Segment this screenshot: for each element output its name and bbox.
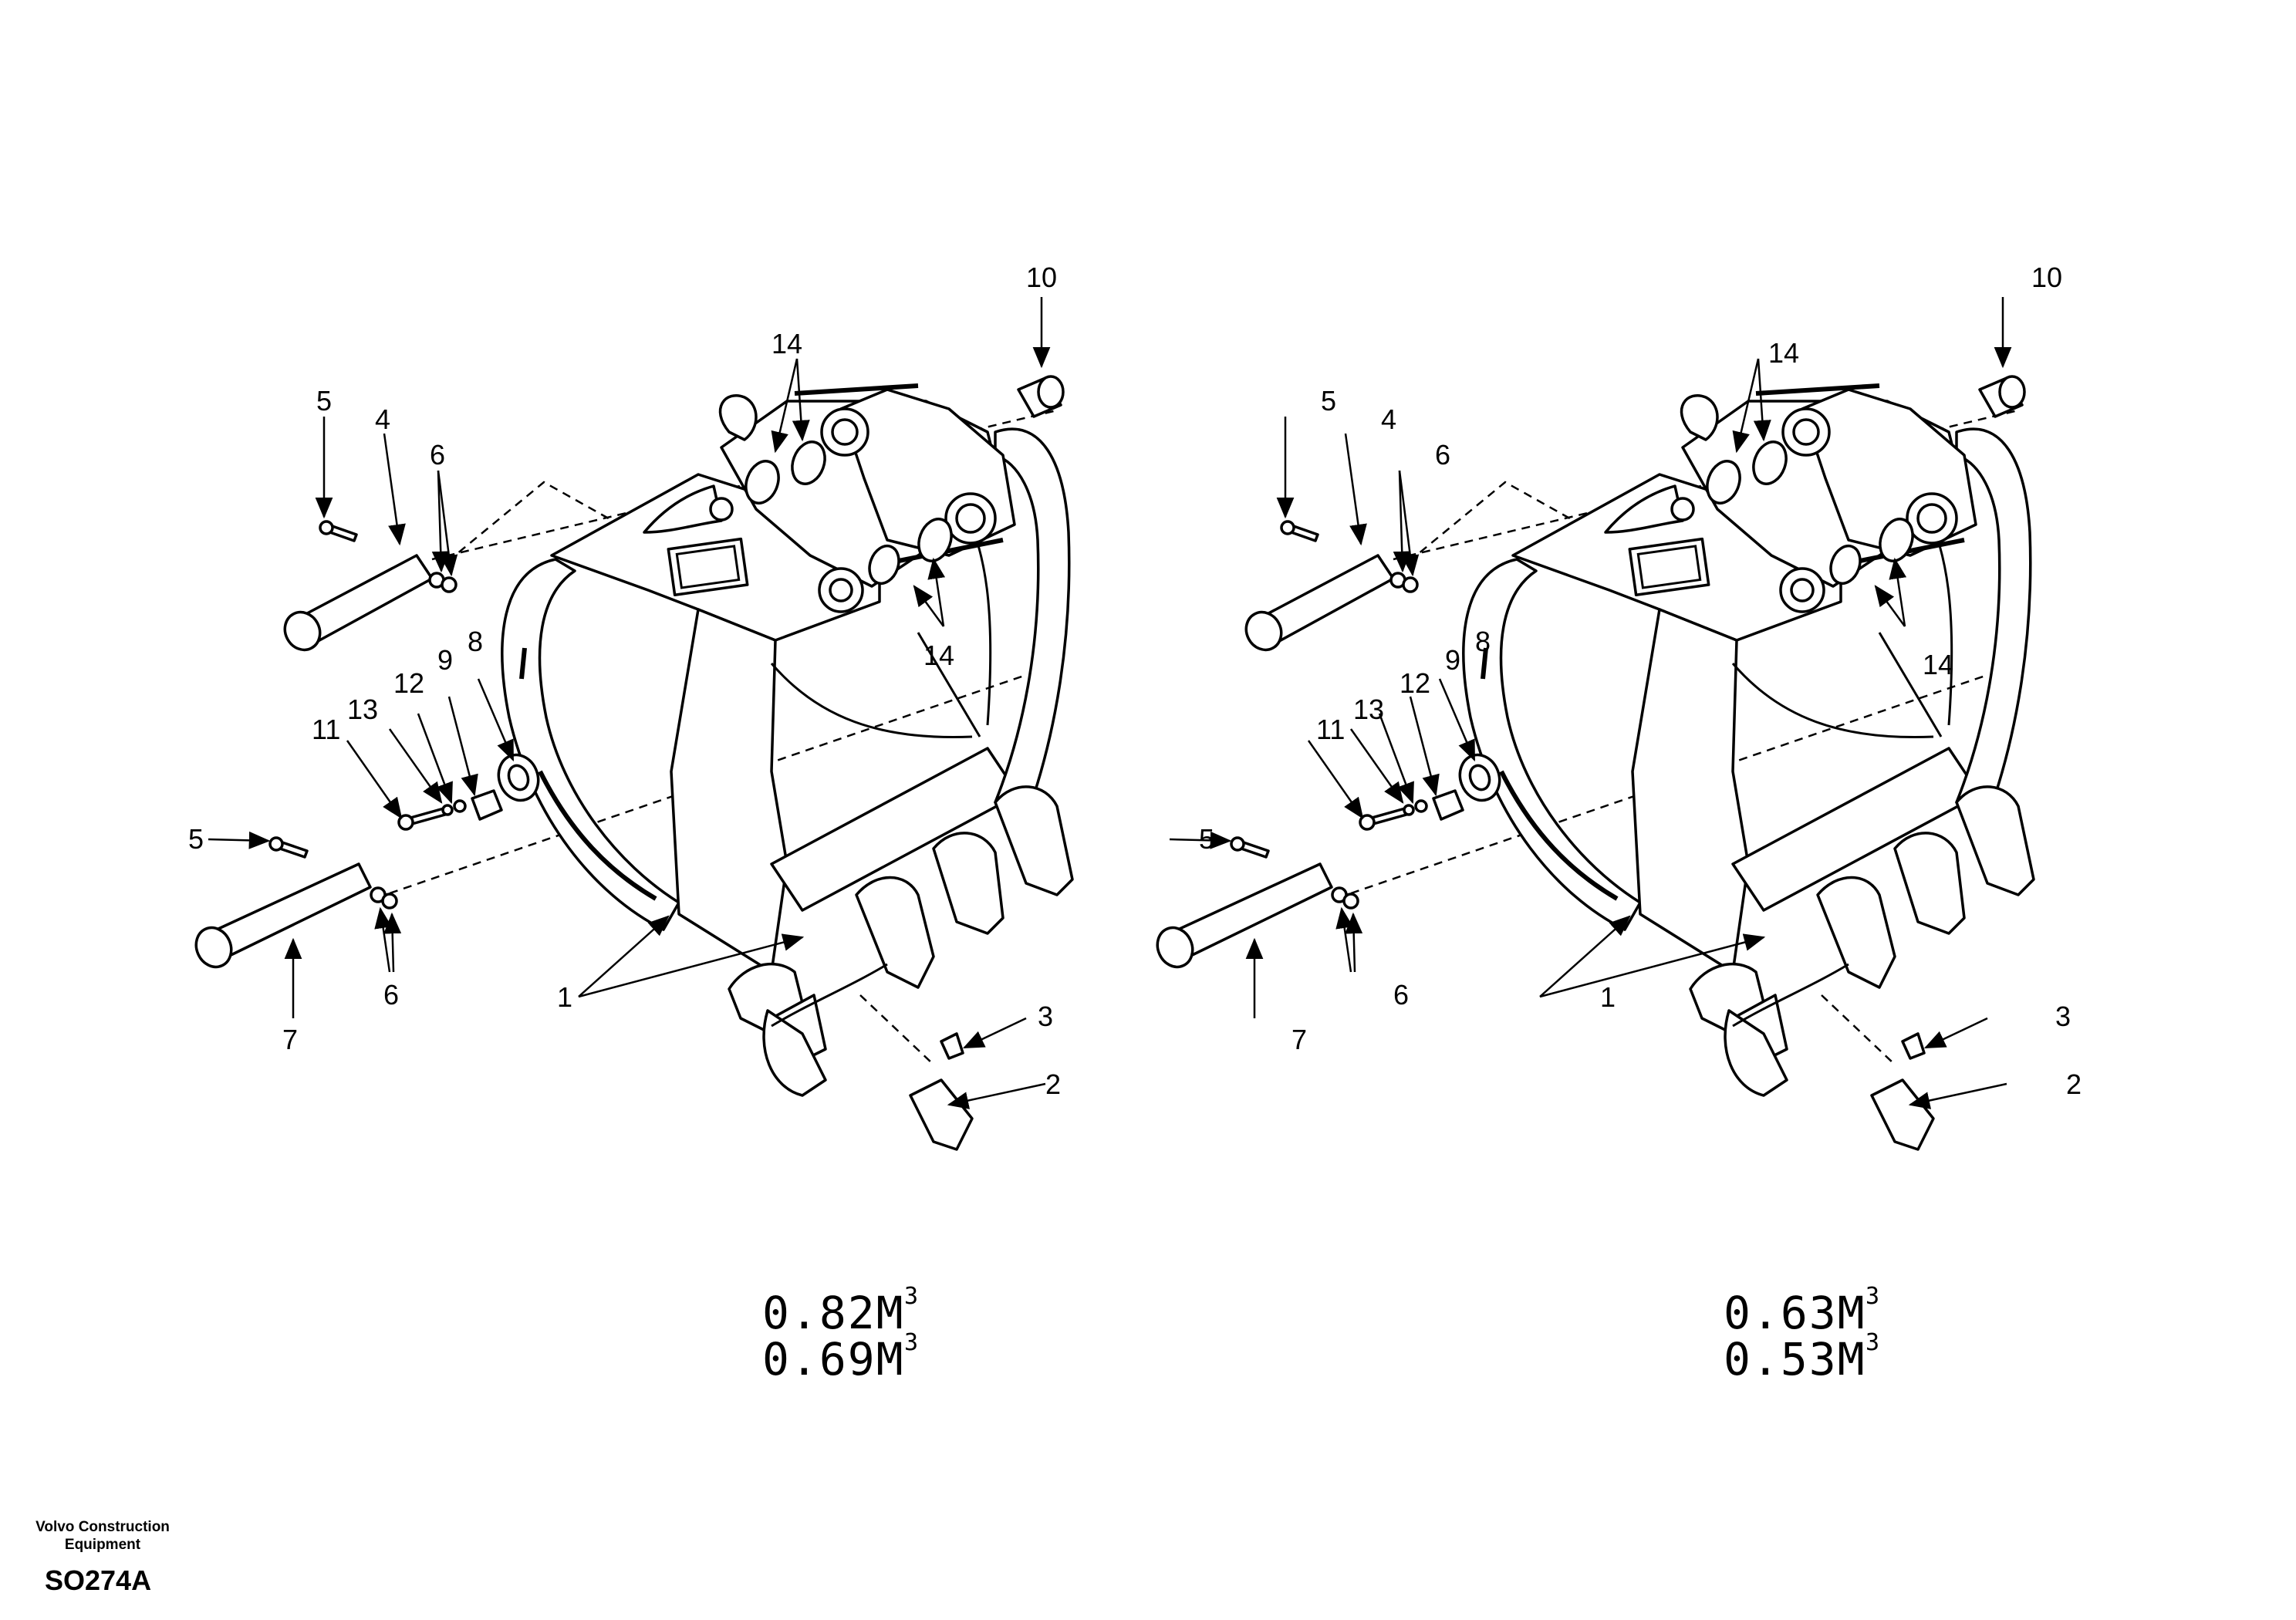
callout-10: 10 (1026, 262, 1057, 293)
callout-3: 3 (2055, 1001, 2071, 1032)
capacity-exponent-2: 3 (904, 1329, 918, 1356)
callout-14: 14 (1768, 337, 1799, 369)
capacity-line-1: 0.82M (762, 1287, 905, 1339)
capacity-exponent-2: 3 (1866, 1329, 1879, 1356)
callout-5: 5 (1321, 385, 1336, 417)
bucket-view-left: 1 2 3 4 5 5 6 6 7 8 9 10 11 12 13 14 14 … (188, 262, 1072, 1385)
callout-14b: 14 (923, 640, 954, 671)
callout-6b: 6 (1393, 979, 1409, 1011)
callout-4: 4 (1381, 403, 1396, 435)
callout-6: 6 (430, 439, 445, 471)
callout-5b: 5 (188, 823, 204, 855)
callout-12: 12 (1400, 667, 1430, 699)
callout-6b: 6 (383, 979, 399, 1011)
capacity-exponent-1: 3 (1866, 1283, 1879, 1310)
callout-1: 1 (1600, 981, 1616, 1013)
callout-13: 13 (347, 694, 378, 725)
callout-6: 6 (1435, 439, 1450, 471)
capacity-line-2: 0.53M (1724, 1333, 1866, 1385)
callout-5: 5 (316, 385, 332, 417)
callout-10: 10 (2031, 262, 2062, 293)
callout-13: 13 (1353, 694, 1384, 725)
bucket-view-right: 1 2 3 4 5 5 6 6 7 8 9 10 11 12 13 14 14 … (1151, 262, 2082, 1385)
callout-2: 2 (2066, 1068, 2082, 1100)
callout-2: 2 (1045, 1068, 1061, 1100)
callout-14: 14 (772, 328, 802, 359)
capacity-exponent-1: 3 (904, 1283, 918, 1310)
callout-12: 12 (393, 667, 424, 699)
capacity-line-1: 0.63M (1724, 1287, 1866, 1339)
callout-4: 4 (375, 403, 390, 435)
callout-11: 11 (312, 714, 340, 745)
callout-14b: 14 (1923, 649, 1953, 680)
callout-11: 11 (1316, 714, 1345, 745)
callout-7: 7 (1292, 1024, 1307, 1055)
callout-8: 8 (1475, 626, 1491, 657)
footer-company-name: Volvo Construction Equipment (35, 1519, 170, 1553)
callout-1: 1 (557, 981, 572, 1013)
callout-5b: 5 (1199, 823, 1214, 855)
callout-9: 9 (1445, 644, 1460, 676)
footer-drawing-code: SO274A (45, 1564, 152, 1596)
callout-9: 9 (437, 644, 453, 676)
callout-8: 8 (468, 626, 483, 657)
callout-7: 7 (282, 1024, 298, 1055)
capacity-line-2: 0.69M (762, 1333, 905, 1385)
callout-3: 3 (1038, 1001, 1053, 1032)
